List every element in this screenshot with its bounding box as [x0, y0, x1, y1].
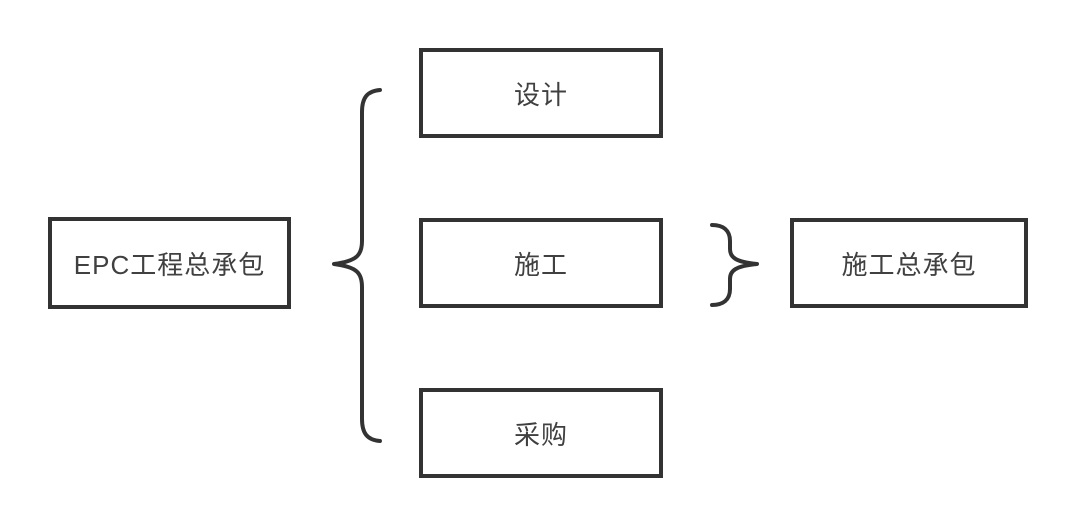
node-construction: 施工: [419, 218, 663, 308]
node-construction-general-contracting: 施工总承包: [790, 218, 1028, 308]
node-procurement: 采购: [419, 388, 663, 478]
node-epc-label: EPC工程总承包: [73, 249, 266, 280]
left-curly-brace-icon: [332, 88, 382, 443]
node-construction-label: 施工: [513, 249, 568, 280]
node-design: 设计: [419, 48, 663, 138]
node-procurement-label: 采购: [513, 419, 568, 450]
node-construction-general-label: 施工总承包: [841, 249, 977, 280]
node-epc-general-contracting: EPC工程总承包: [48, 217, 291, 309]
right-curly-brace-icon: [710, 223, 759, 307]
node-design-label: 设计: [513, 79, 568, 110]
